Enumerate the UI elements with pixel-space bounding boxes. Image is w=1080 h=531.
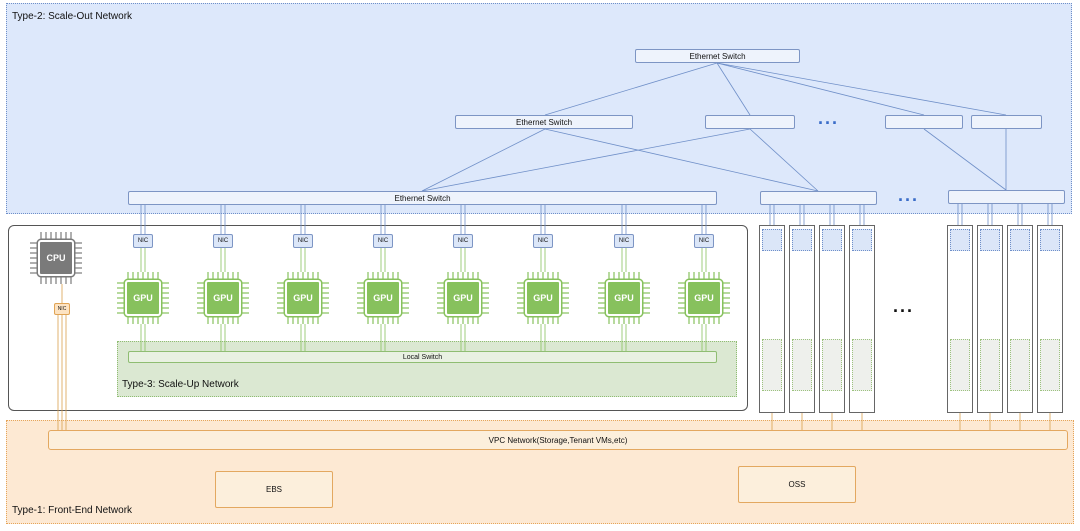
gpu-nic-4: NIC xyxy=(373,234,393,248)
scale-out-region xyxy=(6,3,1072,214)
rack-node-2 xyxy=(789,225,815,413)
rack-node-8 xyxy=(1037,225,1063,413)
gpu-nic-7: NIC xyxy=(614,234,634,248)
cpu-nic: NIC xyxy=(54,303,70,315)
oss-storage: OSS xyxy=(738,466,856,503)
gpu-chip-2: GPU xyxy=(197,272,249,324)
gpu-nic-2: NIC xyxy=(213,234,233,248)
agg-to-leaf-link xyxy=(544,128,819,192)
rack-nic xyxy=(950,229,970,251)
cpu-label: CPU xyxy=(38,240,74,276)
rack-node-3 xyxy=(819,225,845,413)
rack-nic xyxy=(822,229,842,251)
rack-nic xyxy=(980,229,1000,251)
rack-nic xyxy=(1040,229,1060,251)
gpu-chip-1: GPU xyxy=(117,272,169,324)
local-switch: Local Switch xyxy=(128,351,717,363)
scale-up-region xyxy=(117,341,737,397)
leaf-switch-3 xyxy=(948,190,1065,204)
aggregation-ellipsis: ... xyxy=(818,108,840,128)
gpu-nic-6: NIC xyxy=(533,234,553,248)
agg-to-leaf-link xyxy=(749,128,819,192)
rack-nic xyxy=(1010,229,1030,251)
leaf-ethernet-switch: Ethernet Switch xyxy=(128,191,717,205)
gpu-label: GPU xyxy=(606,280,642,316)
gpu-label: GPU xyxy=(445,280,481,316)
gpu-chip-4: GPU xyxy=(357,272,409,324)
gpu-label: GPU xyxy=(365,280,401,316)
front-end-label: Type-1: Front-End Network xyxy=(12,505,133,516)
gpu-label: GPU xyxy=(125,280,161,316)
core-ethernet-switch: Ethernet Switch xyxy=(635,49,800,63)
agg-to-leaf-link xyxy=(421,128,751,192)
scale-up-label: Type-3: Scale-Up Network xyxy=(122,379,239,390)
rack-nic xyxy=(792,229,812,251)
rack-node-6 xyxy=(977,225,1003,413)
racks-ellipsis: ... xyxy=(893,296,915,316)
gpu-nic-5: NIC xyxy=(453,234,473,248)
gpu-nic-8: NIC xyxy=(694,234,714,248)
gpu-chip-5: GPU xyxy=(437,272,489,324)
rack-gpu-area xyxy=(822,339,842,391)
gpu-label: GPU xyxy=(205,280,241,316)
cpu-chip: CPU xyxy=(30,232,82,284)
core-to-agg-link xyxy=(716,62,751,116)
leaf-switch-2 xyxy=(760,191,877,205)
agg-to-leaf-link xyxy=(421,128,546,192)
rack-gpu-area xyxy=(1040,339,1060,391)
vpc-network: VPC Network(Storage,Tenant VMs,etc) xyxy=(48,430,1068,450)
gpu-nic-1: NIC xyxy=(133,234,153,248)
rack-gpu-area xyxy=(950,339,970,391)
gpu-chip-8: GPU xyxy=(678,272,730,324)
aggregation-ethernet-switch: Ethernet Switch xyxy=(455,115,633,129)
gpu-label: GPU xyxy=(285,280,321,316)
gpu-chip-3: GPU xyxy=(277,272,329,324)
cpu-pins xyxy=(30,232,82,284)
rack-gpu-area xyxy=(852,339,872,391)
rack-gpu-area xyxy=(762,339,782,391)
core-to-agg-link xyxy=(716,62,1007,116)
rack-node-7 xyxy=(1007,225,1033,413)
rack-node-1 xyxy=(759,225,785,413)
rack-nic xyxy=(852,229,872,251)
aggregation-switch-4 xyxy=(971,115,1042,129)
aggregation-switch-3 xyxy=(885,115,963,129)
aggregation-switch-2 xyxy=(705,115,795,129)
scale-out-label: Type-2: Scale-Out Network xyxy=(12,11,133,22)
gpu-label: GPU xyxy=(525,280,561,316)
rack-gpu-area xyxy=(792,339,812,391)
leaf-ellipsis: ... xyxy=(898,185,920,205)
ebs-storage: EBS xyxy=(215,471,333,508)
gpu-chip-7: GPU xyxy=(598,272,650,324)
rack-gpu-area xyxy=(1010,339,1030,391)
gpu-nic-3: NIC xyxy=(293,234,313,248)
rack-node-4 xyxy=(849,225,875,413)
core-to-agg-link xyxy=(716,62,925,116)
rack-nic xyxy=(762,229,782,251)
agg-to-leaf-link xyxy=(923,128,1007,191)
core-to-agg-link xyxy=(544,62,718,116)
gpu-chip-6: GPU xyxy=(517,272,569,324)
gpu-label: GPU xyxy=(686,280,722,316)
rack-gpu-area xyxy=(980,339,1000,391)
rack-node-5 xyxy=(947,225,973,413)
